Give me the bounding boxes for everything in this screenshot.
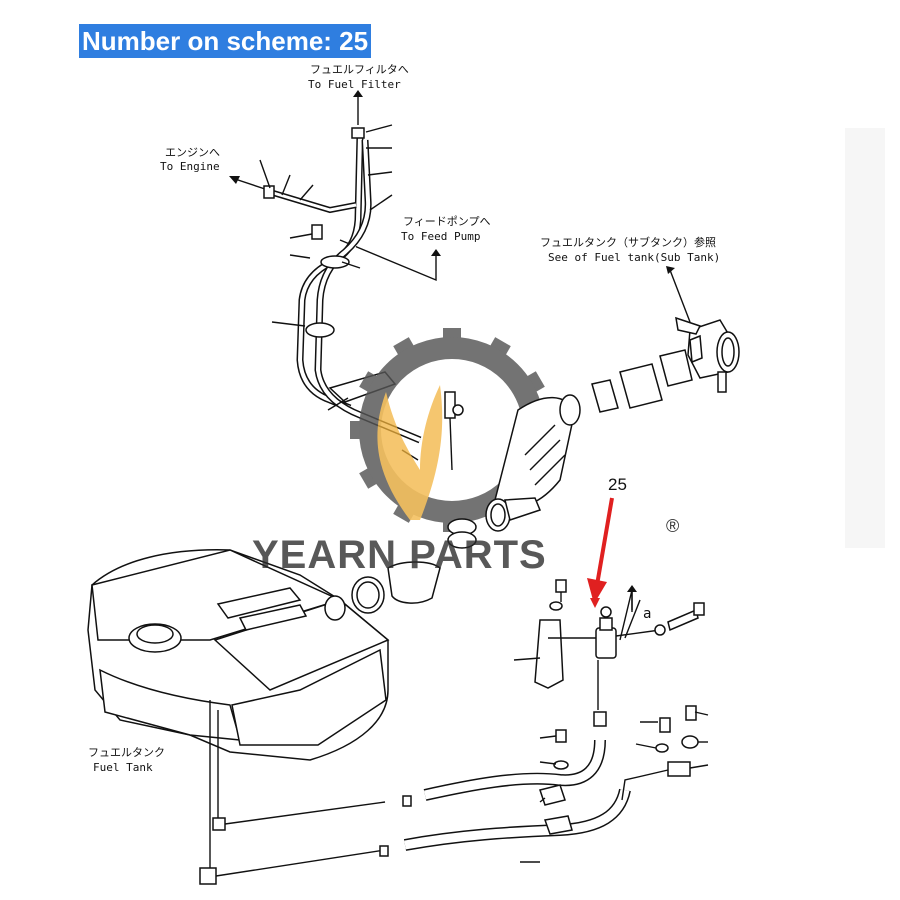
to-engine-en: To Engine	[160, 160, 220, 173]
to-feed-pump-jp: フィードポンプへ	[403, 215, 490, 228]
to-fuel-filter-jp: フュエルフィルタへ	[310, 63, 409, 76]
side-panel	[845, 128, 885, 548]
sensor-assembly-25	[513, 579, 705, 710]
watermark-brand: YEARN PARTS	[252, 533, 547, 577]
scheme-number-label: Number on scheme: 25	[79, 24, 372, 58]
sub-tank-jp: フュエルタンク（サブタンク）参照	[540, 235, 716, 249]
watermark-registered: ®	[666, 516, 679, 536]
to-feed-pump-en: To Feed Pump	[401, 230, 480, 243]
fuel-tank	[87, 549, 412, 885]
fuel-tank-en: Fuel Tank	[93, 761, 153, 774]
fuel-tank-jp: フュエルタンク	[88, 746, 165, 759]
sub-tank-en: See of Fuel tank(Sub Tank)	[548, 251, 720, 264]
filler-pipe-assembly	[351, 316, 740, 614]
lower-hose-assembly	[403, 705, 709, 863]
to-engine-jp: エンジンへ	[165, 146, 220, 159]
part-number-label: 25	[608, 475, 627, 494]
to-fuel-filter-en: To Fuel Filter	[308, 78, 401, 91]
upper-hose-assembly	[259, 124, 464, 471]
part-25-indicator-arrow	[587, 497, 614, 604]
view-ref-a-1: a	[643, 606, 651, 622]
